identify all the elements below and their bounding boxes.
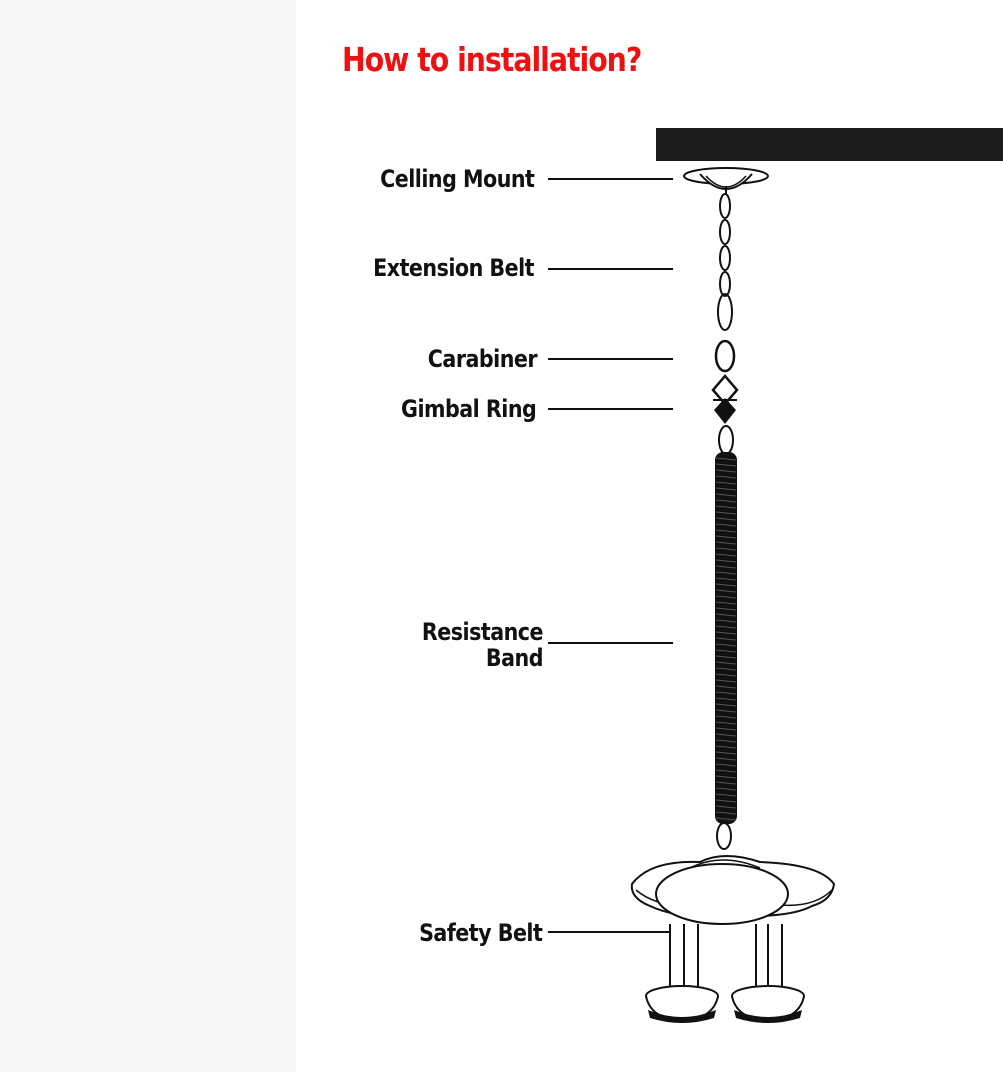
- safety-belt-illustration: [630, 855, 836, 1024]
- leader-gimbal-ring: [548, 408, 673, 410]
- extension-belt-illustration: [717, 193, 733, 331]
- foot-cup-left: [645, 985, 719, 1024]
- left-margin: [0, 0, 296, 1072]
- carabiner-illustration: [714, 339, 736, 373]
- gimbal-ring-illustration: [711, 374, 739, 455]
- ceiling-bar: [656, 128, 1003, 161]
- leader-extension-belt: [548, 268, 673, 270]
- label-extension-belt: Extension Belt: [373, 254, 534, 282]
- resistance-band-illustration: [715, 452, 737, 850]
- leader-ceiling-mount: [548, 178, 673, 180]
- label-carabiner: Carabiner: [427, 345, 538, 373]
- leader-carabiner: [548, 358, 673, 360]
- foot-cup-right: [731, 985, 805, 1024]
- label-safety-belt: Safety Belt: [418, 919, 543, 947]
- ceiling-mount-illustration: [683, 167, 769, 194]
- leader-resistance-band: [548, 642, 673, 644]
- label-ceiling-mount: Celling Mount: [379, 165, 535, 193]
- leader-safety-belt: [548, 931, 670, 933]
- label-gimbal-ring: Gimbal Ring: [400, 395, 537, 423]
- diagram-title: How to installation?: [342, 40, 642, 79]
